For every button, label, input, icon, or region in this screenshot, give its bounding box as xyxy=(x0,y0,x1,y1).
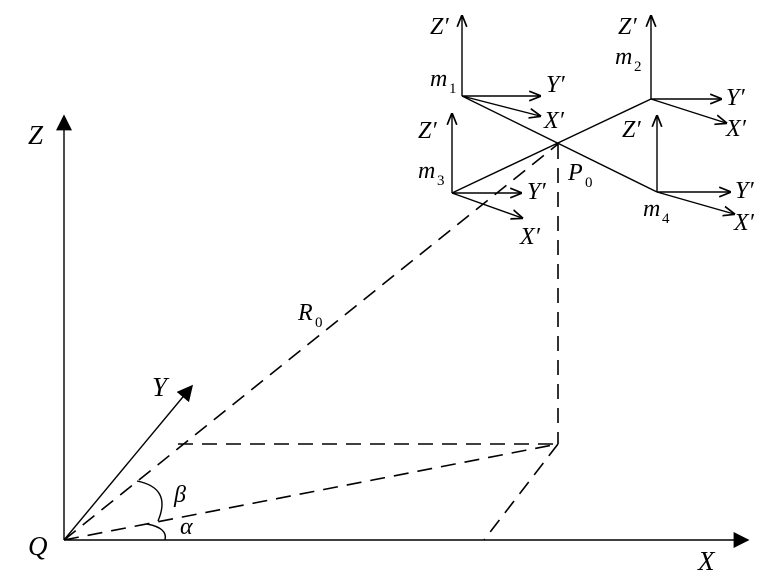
m3-z-label: Z′ xyxy=(418,118,437,144)
m3-subscript: 3 xyxy=(437,173,445,189)
projection-x-parallel xyxy=(483,443,559,541)
m4-x-label: X′ xyxy=(733,210,755,236)
m1-y-label: Y′ xyxy=(546,72,565,98)
z-axis-label: Z xyxy=(28,120,44,150)
m2-x-label: X′ xyxy=(725,116,747,142)
alpha-label: α xyxy=(180,514,193,540)
m3-label: m xyxy=(418,158,435,184)
beta-angle-arc xyxy=(136,480,163,522)
origin-label: Q xyxy=(28,531,48,561)
arm-m1-m4 xyxy=(461,95,658,193)
m3-y-label: Y′ xyxy=(527,179,546,205)
m4-x-axis xyxy=(656,191,734,214)
m3-x-label: X′ xyxy=(519,224,541,250)
m1-x-axis xyxy=(461,95,540,116)
m2-y-label: Y′ xyxy=(726,85,745,111)
m4-z-label: Z′ xyxy=(622,117,641,143)
m1-subscript: 1 xyxy=(449,81,457,97)
p0-subscript: 0 xyxy=(585,175,593,191)
arm-m3-m2 xyxy=(451,98,652,194)
projection-xy-plane xyxy=(63,443,559,541)
m2-label: m xyxy=(615,44,632,70)
m1-label: m xyxy=(430,66,447,92)
m2-subscript: 2 xyxy=(634,59,642,75)
r0-label: R xyxy=(297,300,313,326)
m3-x-axis xyxy=(451,192,522,218)
y-axis-label: Y xyxy=(152,372,170,402)
m2-x-axis xyxy=(650,98,726,123)
m2-z-label: Z′ xyxy=(618,14,637,40)
m1-x-label: X′ xyxy=(543,108,565,134)
p0-label: P xyxy=(567,160,583,186)
r0-subscript: 0 xyxy=(315,315,323,331)
m1-z-label: Z′ xyxy=(430,14,449,40)
m4-y-label: Y′ xyxy=(735,178,754,204)
x-axis-label: X xyxy=(697,546,716,576)
y-axis xyxy=(63,384,194,541)
beta-label: β xyxy=(173,482,186,508)
r0-position-vector xyxy=(63,143,559,541)
m4-subscript: 4 xyxy=(662,211,670,227)
m4-label: m xyxy=(643,196,660,222)
alpha-angle-arc xyxy=(146,523,167,541)
